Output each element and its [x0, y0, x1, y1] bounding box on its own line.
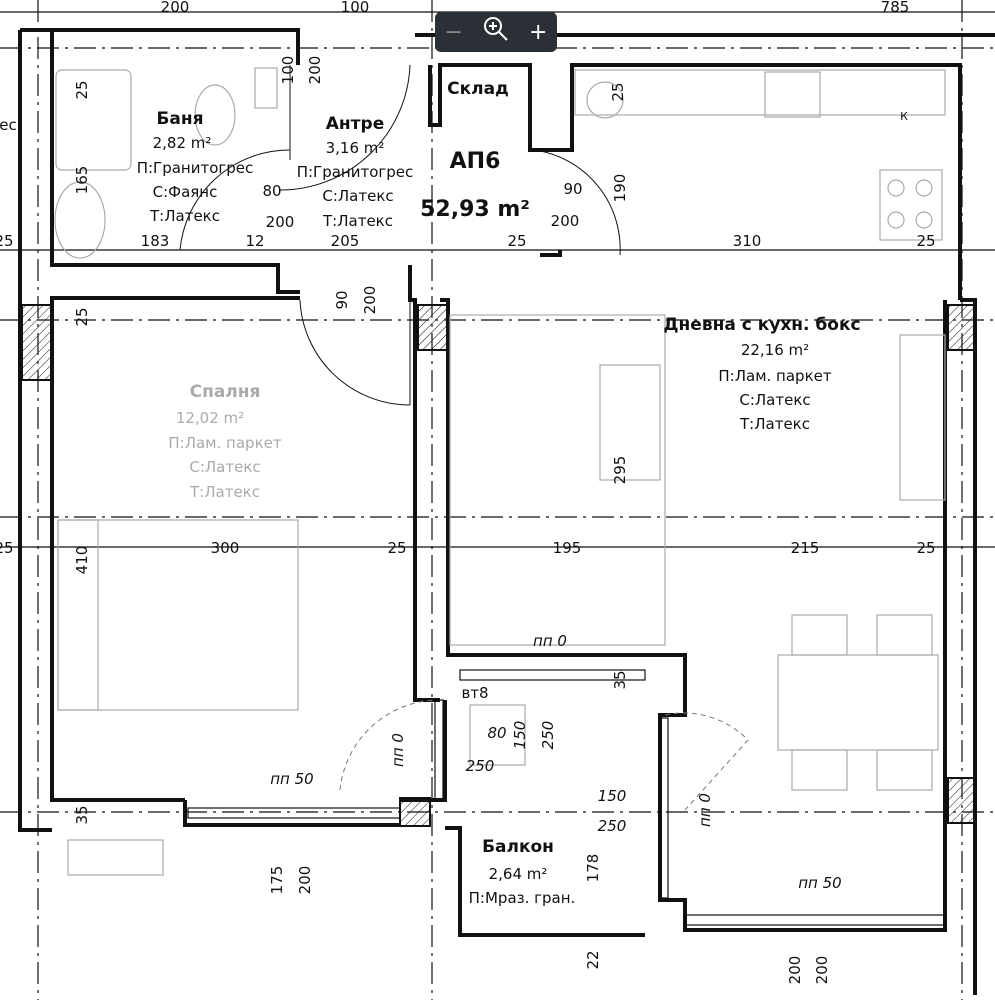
room-area-bath: 2,82 m² — [153, 134, 212, 152]
room-walls-hall: С:Латекс — [322, 187, 393, 205]
zoom-out-button[interactable]: − — [444, 19, 463, 45]
room-area-hall: 3,16 m² — [326, 139, 385, 157]
dim-label: пп 50 — [270, 770, 313, 788]
room-floor-hall: П:Гранитогрес — [297, 163, 414, 181]
dim-label: 90 — [333, 290, 351, 309]
room-name-bedroom: Спалня — [190, 382, 261, 402]
dim-label: 100 — [279, 56, 297, 85]
room-area-balcony: 2,64 m² — [489, 865, 548, 883]
room-ceiling-living: Т:Латекс — [739, 415, 810, 433]
dim-label: 150 — [511, 721, 529, 750]
dim-label: 25 — [916, 539, 935, 557]
room-ceiling-hall: Т:Латекс — [322, 212, 393, 230]
dim-label: пп 0 — [533, 632, 567, 650]
dimension-labels: 200 100 785 25 165 25 183 12 80 200 100 … — [0, 0, 936, 984]
dim-label: 200 — [266, 213, 295, 231]
room-walls-bath: С:Фаянс — [153, 183, 218, 201]
dim-label: 90 — [563, 180, 582, 198]
dim-label: 300 — [211, 539, 240, 557]
dim-label: 25 — [0, 539, 14, 557]
dim-label: 25 — [73, 307, 91, 326]
dim-label: пп 0 — [389, 733, 407, 767]
zoom-in-button[interactable]: + — [529, 19, 548, 45]
dim-label: 200 — [296, 866, 314, 895]
dim-label: 310 — [733, 232, 762, 250]
room-name-storage: Склад — [447, 79, 509, 99]
dim-label: 175 — [268, 866, 286, 895]
dim-label: пп 0 — [696, 793, 714, 827]
furniture — [54, 67, 946, 876]
dim-label: 200 — [551, 212, 580, 230]
dim-label: 165 — [73, 166, 91, 195]
dim-label: 25 — [0, 232, 14, 250]
dim-label: 22 — [584, 950, 602, 969]
apartment-name: АП6 — [450, 149, 501, 174]
dim-label: 35 — [611, 670, 629, 689]
dim-label: 80 — [262, 182, 281, 200]
dim-label: 80 — [487, 724, 506, 742]
room-walls-living: С:Латекс — [739, 391, 810, 409]
room-ceiling-bedroom: Т:Латекс — [189, 483, 260, 501]
doors-windows — [179, 64, 946, 926]
dim-label: 200 — [161, 0, 190, 16]
room-area-living: 22,16 m² — [741, 341, 809, 359]
zoom-toolbar: − + — [435, 12, 557, 52]
dim-label: 205 — [331, 232, 360, 250]
dim-label: 200 — [786, 956, 804, 985]
room-floor-balcony: П:Мраз. гран. — [469, 889, 576, 907]
edge-text: ес — [0, 116, 17, 134]
dim-label: 250 — [539, 721, 557, 750]
dim-label: 195 — [553, 539, 582, 557]
zoom-magnifier-icon[interactable] — [482, 15, 510, 49]
dim-label: 250 — [466, 757, 495, 775]
dim-label: 25 — [73, 80, 91, 99]
dim-label: 35 — [73, 805, 91, 824]
dim-label: 200 — [306, 56, 324, 85]
dim-label: 200 — [361, 286, 379, 315]
dim-label: 785 — [881, 0, 910, 16]
dim-label: 215 — [791, 539, 820, 557]
walls — [18, 28, 995, 995]
dim-label: 25 — [507, 232, 526, 250]
dim-label: 295 — [611, 456, 629, 485]
room-ceiling-bath: Т:Латекс — [149, 207, 220, 225]
dim-label: 410 — [73, 546, 91, 575]
room-labels: Баня 2,82 m² П:Гранитогрес С:Фаянс Т:Лат… — [0, 79, 908, 907]
room-area-bedroom: 12,02 m² — [176, 409, 244, 427]
room-floor-living: П:Лам. паркет — [718, 367, 831, 385]
dim-label: 183 — [141, 232, 170, 250]
dim-label: 25 — [609, 82, 627, 101]
dim-label: вт8 — [461, 684, 488, 702]
dim-label: 12 — [245, 232, 264, 250]
dim-label: 178 — [584, 854, 602, 883]
room-name-hall: Антре — [326, 114, 384, 134]
room-name-living: Дневна с кухн. бокс — [663, 315, 860, 335]
apartment-area: 52,93 m² — [420, 197, 530, 222]
room-name-bath: Баня — [156, 109, 203, 129]
dim-label: 100 — [341, 0, 370, 16]
dim-label: 25 — [387, 539, 406, 557]
kitchen-label: К — [900, 110, 908, 123]
room-walls-bedroom: С:Латекс — [189, 458, 260, 476]
dim-label: 25 — [916, 232, 935, 250]
room-name-balcony: Балкон — [482, 837, 554, 857]
dim-label: пп 50 — [798, 874, 841, 892]
dim-label: 200 — [813, 956, 831, 985]
dim-label: 250 — [598, 817, 627, 835]
room-floor-bath: П:Гранитогрес — [137, 159, 254, 177]
dim-label: 150 — [598, 787, 627, 805]
dim-label: 190 — [611, 174, 629, 203]
room-floor-bedroom: П:Лам. паркет — [168, 434, 281, 452]
